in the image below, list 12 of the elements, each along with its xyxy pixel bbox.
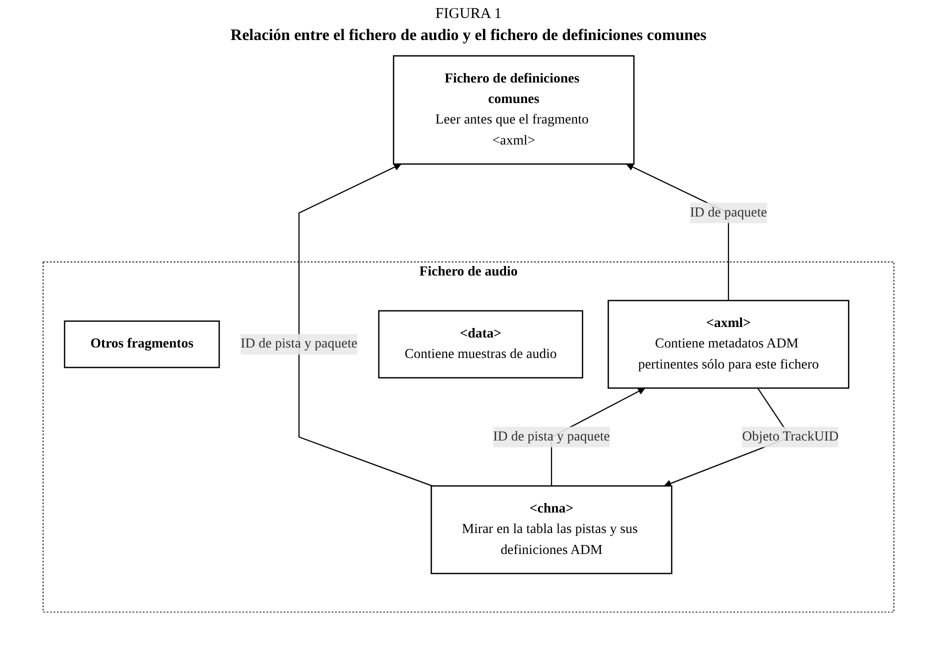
diagram-title: Relación entre el fichero de audio y el fichero de definiciones comunes <box>230 27 708 45</box>
edge-label: Objeto TrackUID <box>742 429 839 444</box>
arrow <box>298 164 432 486</box>
node-box: <axml> Contiene metadatos ADM pertinentes sólo para este fichero <box>608 300 850 389</box>
node-box: <data> Contiene muestras de audio <box>378 310 584 378</box>
edge-label: ID de pista y paquete <box>240 336 358 352</box>
edge-label: ID de paquete <box>690 205 767 220</box>
node-box: <chna> Mirar en la tabla las pistas y sus definiciones ADM <box>430 485 672 574</box>
node-box: Otros fragmentos <box>64 320 220 368</box>
figure-number: FIGURA 1 <box>435 6 502 22</box>
node-box: Fichero de definiciones comunes Leer antes que el fragmento <axml> <box>392 55 635 165</box>
edge-label: ID de pista y paquete <box>493 429 610 444</box>
